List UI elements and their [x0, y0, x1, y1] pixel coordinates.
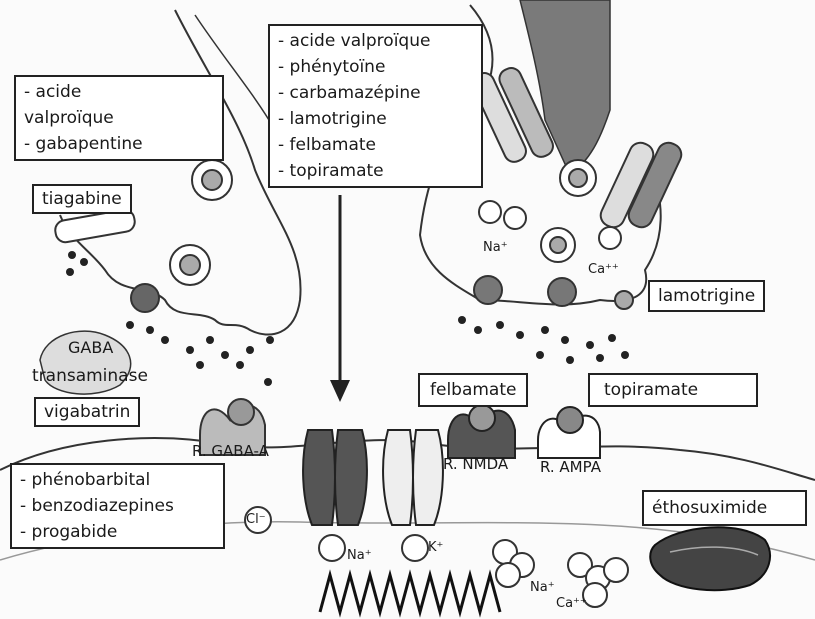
na-channel-label: Na⁺ — [347, 548, 372, 563]
lamotrigine-box: lamotrigine — [648, 280, 765, 312]
bottom-left-drug-2: - benzodiazepines — [20, 493, 215, 519]
center-drug-6: - topiramate — [278, 158, 473, 184]
center-drug-1: - acide valproïque — [278, 28, 473, 54]
right-vesicles — [474, 160, 633, 309]
tiagabine-box: tiagabine — [32, 184, 132, 214]
bottom-left-drug-3: - progabide — [20, 519, 215, 545]
neurotransmitter-dots — [66, 251, 629, 386]
ca-synapse-label: Ca⁺⁺ — [588, 262, 619, 277]
nmda-receptor-label: R. NMDA — [443, 455, 508, 473]
na-free-label: Na⁺ — [530, 580, 555, 595]
action-potential-trace — [320, 575, 500, 612]
top-left-drug-box: - acide valproïque - gabapentine — [14, 75, 224, 161]
center-drug-box: - acide valproïque - phénytoïne - carbam… — [268, 24, 483, 188]
lamotrigine-label: lamotrigine — [658, 286, 755, 306]
center-drug-3: - carbamazépine — [278, 80, 473, 106]
left-vesicles — [131, 160, 232, 312]
top-left-drug-1: - acide — [24, 79, 214, 105]
nmda-receptor — [448, 405, 515, 458]
top-left-drug-3: - gabapentine — [24, 131, 214, 157]
ethosuximide-label: éthosuximide — [652, 498, 767, 518]
top-left-drug-2: valproïque — [24, 105, 214, 131]
na-synapse-label: Na⁺ — [483, 240, 508, 255]
bottom-left-drug-box: - phénobarbital - benzodiazepines - prog… — [10, 463, 225, 549]
center-drug-2: - phénytoïne — [278, 54, 473, 80]
right-channel-2 — [597, 139, 685, 231]
gaba-label: GABA — [68, 338, 113, 357]
ampa-receptor — [538, 407, 600, 458]
sodium-channel — [303, 430, 367, 525]
center-drug-4: - lamotrigine — [278, 106, 473, 132]
tiagabine-label: tiagabine — [42, 189, 122, 209]
left-presynaptic-terminal — [60, 10, 301, 335]
transaminase-label: transaminase — [32, 366, 148, 386]
cl-label: Cl⁻ — [246, 512, 266, 527]
topiramate-box: topiramate — [588, 373, 758, 407]
felbamate-label: felbamate — [430, 380, 516, 400]
vigabatrin-box: vigabatrin — [34, 397, 140, 427]
gaba-a-receptor-label: R. GABA-A — [192, 442, 269, 460]
ca-free-label: Ca⁺⁺ — [556, 596, 587, 611]
ampa-receptor-label: R. AMPA — [540, 458, 601, 476]
center-drug-5: - felbamate — [278, 132, 473, 158]
topiramate-label: topiramate — [604, 380, 698, 400]
ethosuximide-box: éthosuximide — [642, 490, 807, 526]
bottom-left-drug-1: - phénobarbital — [20, 467, 215, 493]
felbamate-box: felbamate — [418, 373, 528, 407]
calcium-channel-t-type — [650, 527, 770, 590]
potassium-channel — [383, 430, 443, 525]
vigabatrin-label: vigabatrin — [44, 402, 130, 422]
drug-arrow — [330, 195, 350, 402]
k-channel-label: K⁺ — [428, 540, 443, 555]
